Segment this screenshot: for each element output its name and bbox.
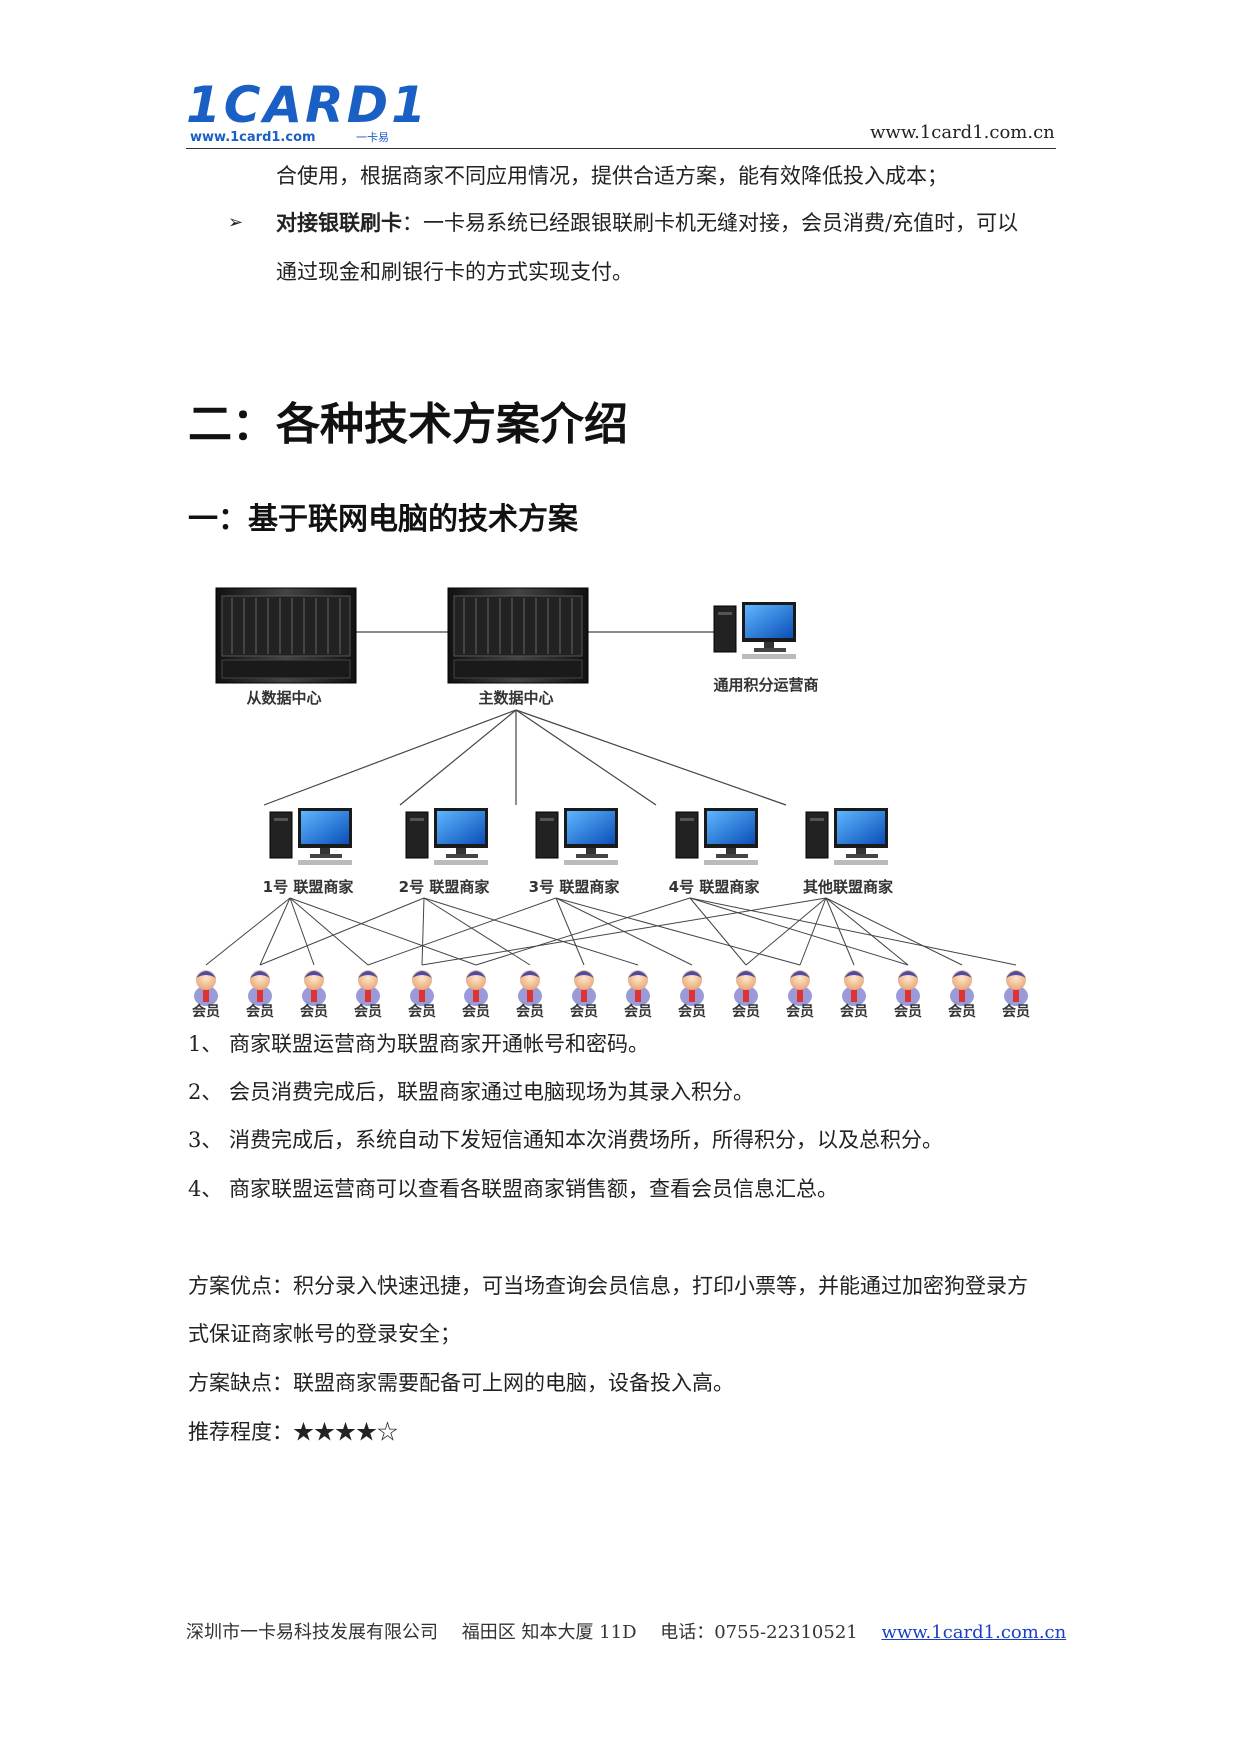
- merchant-2-label: 2号 联盟商家: [399, 878, 490, 896]
- step-2: 2、 会员消费完成后，联盟商家通过电脑现场为其录入积分。: [188, 1080, 755, 1104]
- merchant-other-label: 其他联盟商家: [803, 878, 893, 896]
- merchant-4-computer-icon: [675, 807, 759, 866]
- member-label: 会员: [192, 1003, 220, 1020]
- main-data-center-icon: [447, 587, 589, 684]
- member-icon: [194, 970, 218, 1006]
- network-diagram: 从数据中心 主数据中心 通用积分运营商 1号 联盟商家 2号 联盟商家 3号 联…: [192, 587, 1030, 1020]
- bullet-line2: 通过现金和刷银行卡的方式实现支付。: [276, 260, 633, 284]
- member-icon: [680, 970, 704, 1006]
- operator-label: 通用积分运营商: [713, 676, 818, 694]
- bullet-title: 对接银联刷卡: [276, 211, 402, 235]
- member-label: 会员: [300, 1003, 328, 1020]
- company-logo: 1CARD1: [186, 76, 429, 134]
- member-label: 会员: [840, 1003, 868, 1020]
- member-icon: [1004, 970, 1028, 1006]
- member-label: 会员: [516, 1003, 544, 1020]
- operator-computer-icon: [713, 601, 797, 660]
- member-8: 会员: [570, 970, 598, 1020]
- header-url: www.1card1.com.cn: [870, 122, 1055, 143]
- member-label: 会员: [408, 1003, 436, 1020]
- merchant-3-computer-icon: [535, 807, 619, 866]
- rating-text: 推荐程度：★★★★☆: [188, 1420, 398, 1444]
- member-icon: [356, 970, 380, 1006]
- header-divider: [186, 148, 1056, 149]
- member-12: 会员: [786, 970, 814, 1020]
- merchant-2-computer-icon: [405, 807, 489, 866]
- member-14: 会员: [894, 970, 922, 1020]
- main-dc-label: 主数据中心: [478, 689, 553, 707]
- section-title: 二：各种技术方案介绍: [188, 399, 628, 450]
- step-3: 3、 消费完成后，系统自动下发短信通知本次消费场所，所得积分，以及总积分。: [188, 1128, 944, 1152]
- member-7: 会员: [516, 970, 544, 1020]
- member-3: 会员: [300, 970, 328, 1020]
- member-icon: [572, 970, 596, 1006]
- pros-line2: 式保证商家帐号的登录安全；: [188, 1322, 461, 1346]
- footer-text: 深圳市一卡易科技发展有限公司 福田区 知本大厦 11D 电话：0755-2231…: [186, 1622, 858, 1643]
- bullet-text: ：一卡易系统已经跟银联刷卡机无缝对接，会员消费/充值时，可以: [402, 211, 1019, 235]
- member-5: 会员: [408, 970, 436, 1020]
- member-label: 会员: [1002, 1003, 1030, 1020]
- step-1: 1、 商家联盟运营商为联盟商家开通帐号和密码。: [188, 1032, 650, 1056]
- member-icon: [410, 970, 434, 1006]
- member-label: 会员: [462, 1003, 490, 1020]
- member-10: 会员: [678, 970, 706, 1020]
- member-2: 会员: [246, 970, 274, 1020]
- member-icon: [626, 970, 650, 1006]
- member-icon: [950, 970, 974, 1006]
- member-6: 会员: [462, 970, 490, 1020]
- member-icon: [734, 970, 758, 1006]
- slave-dc-label: 从数据中心: [246, 689, 321, 707]
- member-icon: [842, 970, 866, 1006]
- member-label: 会员: [678, 1003, 706, 1020]
- merchant-4-label: 4号 联盟商家: [669, 878, 760, 896]
- merchant-3-label: 3号 联盟商家: [529, 878, 620, 896]
- member-icon: [896, 970, 920, 1006]
- member-label: 会员: [570, 1003, 598, 1020]
- member-label: 会员: [246, 1003, 274, 1020]
- intro-line: 合使用，根据商家不同应用情况，提供合适方案，能有效降低投入成本；: [276, 164, 948, 188]
- footer-link[interactable]: www.1card1.com.cn: [881, 1622, 1067, 1643]
- member-icon: [518, 970, 542, 1006]
- cons-text: 方案缺点：联盟商家需要配备可上网的电脑，设备投入高。: [188, 1371, 734, 1395]
- footer: 深圳市一卡易科技发展有限公司 福田区 知本大厦 11D 电话：0755-2231…: [186, 1618, 1066, 1644]
- member-9: 会员: [624, 970, 652, 1020]
- bullet-item: 对接银联刷卡：一卡易系统已经跟银联刷卡机无缝对接，会员消费/充值时，可以: [276, 213, 1018, 234]
- members-row: 会员 会员 会员 会员 会员 会员 会员 会员 会员 会员 会员 会员 会员 会员 会员 会员: [192, 970, 1030, 1020]
- logo-url: www.1card1.com: [190, 130, 316, 145]
- bullet-arrow-icon: ➢: [228, 212, 244, 233]
- member-16: 会员: [1002, 970, 1030, 1020]
- member-label: 会员: [786, 1003, 814, 1020]
- member-icon: [788, 970, 812, 1006]
- member-label: 会员: [732, 1003, 760, 1020]
- member-label: 会员: [354, 1003, 382, 1020]
- member-label: 会员: [624, 1003, 652, 1020]
- member-label: 会员: [948, 1003, 976, 1020]
- member-label: 会员: [894, 1003, 922, 1020]
- pros-line1: 方案优点：积分录入快速迅捷，可当场查询会员信息，打印小票等，并能通过加密狗登录方: [188, 1274, 1028, 1298]
- member-15: 会员: [948, 970, 976, 1020]
- member-icon: [248, 970, 272, 1006]
- member-icon: [464, 970, 488, 1006]
- member-4: 会员: [354, 970, 382, 1020]
- merchant-other-computer-icon: [805, 807, 889, 866]
- step-4: 4、 商家联盟运营商可以查看各联盟商家销售额，查看会员信息汇总。: [188, 1177, 839, 1201]
- member-11: 会员: [732, 970, 760, 1020]
- member-icon: [302, 970, 326, 1006]
- member-13: 会员: [840, 970, 868, 1020]
- section-subtitle: 一：基于联网电脑的技术方案: [188, 502, 578, 537]
- merchant-1-computer-icon: [269, 807, 353, 866]
- logo-cn: 一卡易: [356, 131, 389, 144]
- member-1: 会员: [192, 970, 220, 1020]
- merchant-1-label: 1号 联盟商家: [263, 878, 354, 896]
- slave-data-center-icon: [215, 587, 357, 684]
